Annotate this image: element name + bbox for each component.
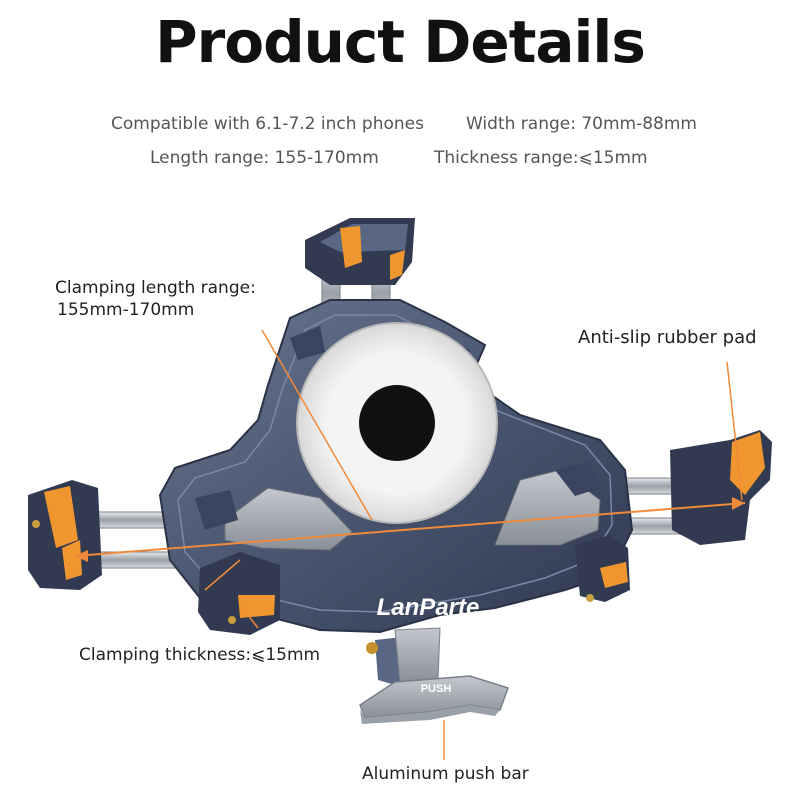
callout-anti-slip: Anti-slip rubber pad — [578, 327, 757, 348]
main-body: LanParte — [158, 299, 634, 634]
callout-clamp-length: Clamping length range: 155mm-170mm — [55, 277, 256, 321]
callout-leaders — [74, 329, 746, 760]
leader-clamp-thickness — [239, 604, 259, 629]
spec-width: Width range: 70mm-88mm — [466, 114, 697, 134]
spec-thickness: Thickness range:⩽15mm — [434, 148, 648, 168]
spec-compatible: Compatible with 6.1-7.2 inch phones — [111, 114, 424, 134]
width-arrow-left — [75, 550, 88, 562]
leader-anti-slip — [726, 361, 743, 501]
leader-thickness-ext — [204, 559, 241, 591]
spec-length: Length range: 155-170mm — [150, 148, 379, 168]
brand-logo: LanParte — [377, 594, 480, 621]
callout-clamp-length-line1: Clamping length range: — [55, 278, 256, 298]
leader-clamp-length — [261, 329, 373, 521]
right-clamp — [575, 430, 772, 602]
callout-push-bar: Aluminum push bar — [362, 764, 529, 784]
width-arrow-right — [732, 497, 745, 510]
push-label: PUSH — [421, 683, 452, 695]
callout-clamp-thickness: Clamping thickness:⩽15mm — [79, 645, 321, 665]
page-title: Product Details — [155, 8, 646, 76]
callout-clamp-length-line2: 155mm-170mm — [57, 300, 195, 320]
left-clamp — [28, 480, 280, 635]
width-dimension-line — [74, 502, 746, 557]
push-bar: PUSH — [359, 627, 509, 724]
